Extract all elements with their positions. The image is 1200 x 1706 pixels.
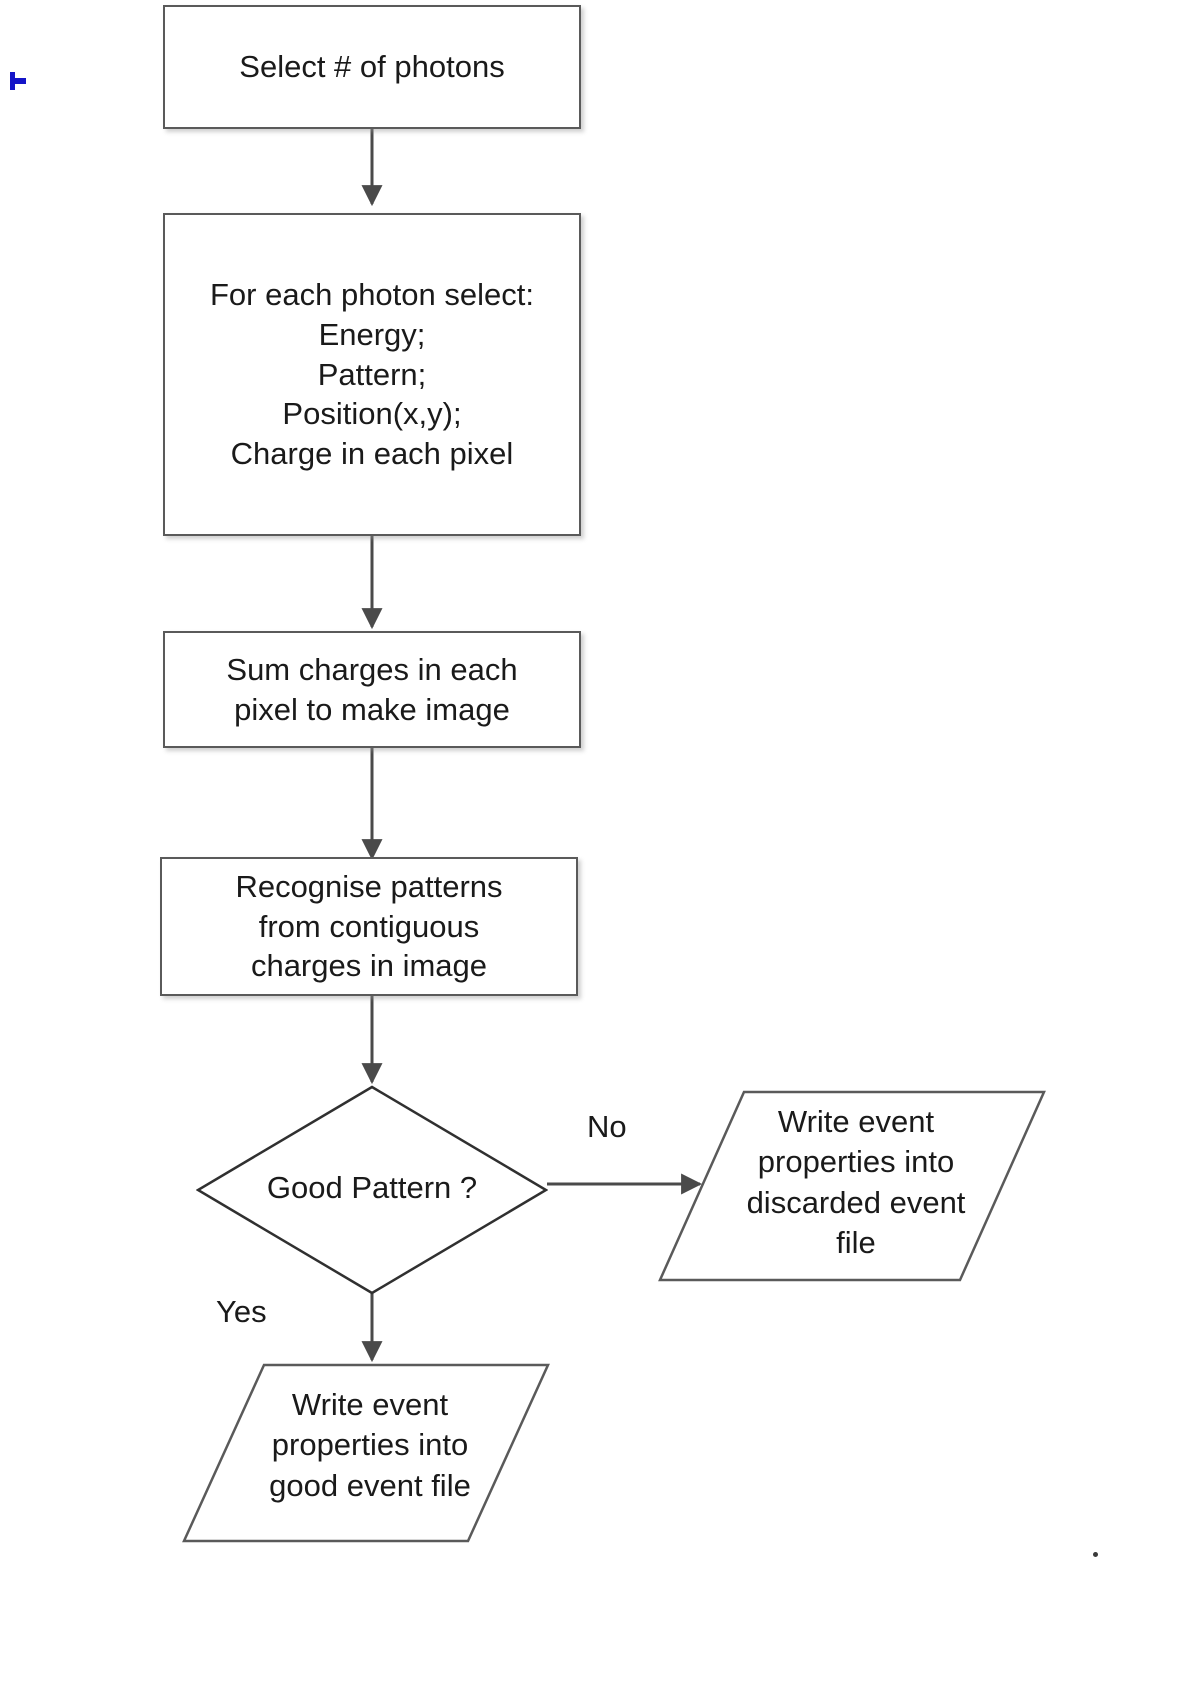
node-for-each-photon[interactable]: For each photon select: Energy; Pattern;… [163,213,581,536]
node-sum-charges[interactable]: Sum charges in each pixel to make image [163,631,581,748]
node-recognise-patterns-label: Recognise patterns from contiguous charg… [235,868,503,984]
stray-mark-artifact [10,78,26,84]
node-discarded-event-file[interactable]: Write event properties into discarded ev… [658,1090,1046,1282]
stray-mark-artifact-stem [10,72,15,90]
node-select-photons[interactable]: Select # of photons [163,5,581,129]
node-good-pattern[interactable]: Good Pattern ? [196,1085,548,1295]
edge-label-no: No [587,1109,627,1144]
node-good-event-file[interactable]: Write event properties into good event f… [182,1363,550,1543]
node-for-each-photon-label: For each photon select: Energy; Pattern;… [210,277,534,471]
stray-dot-artifact [1093,1552,1098,1557]
node-sum-charges-label: Sum charges in each pixel to make image [226,651,518,727]
edge-label-yes: Yes [216,1294,267,1329]
node-select-photons-label: Select # of photons [239,49,505,85]
node-recognise-patterns[interactable]: Recognise patterns from contiguous charg… [160,857,578,996]
